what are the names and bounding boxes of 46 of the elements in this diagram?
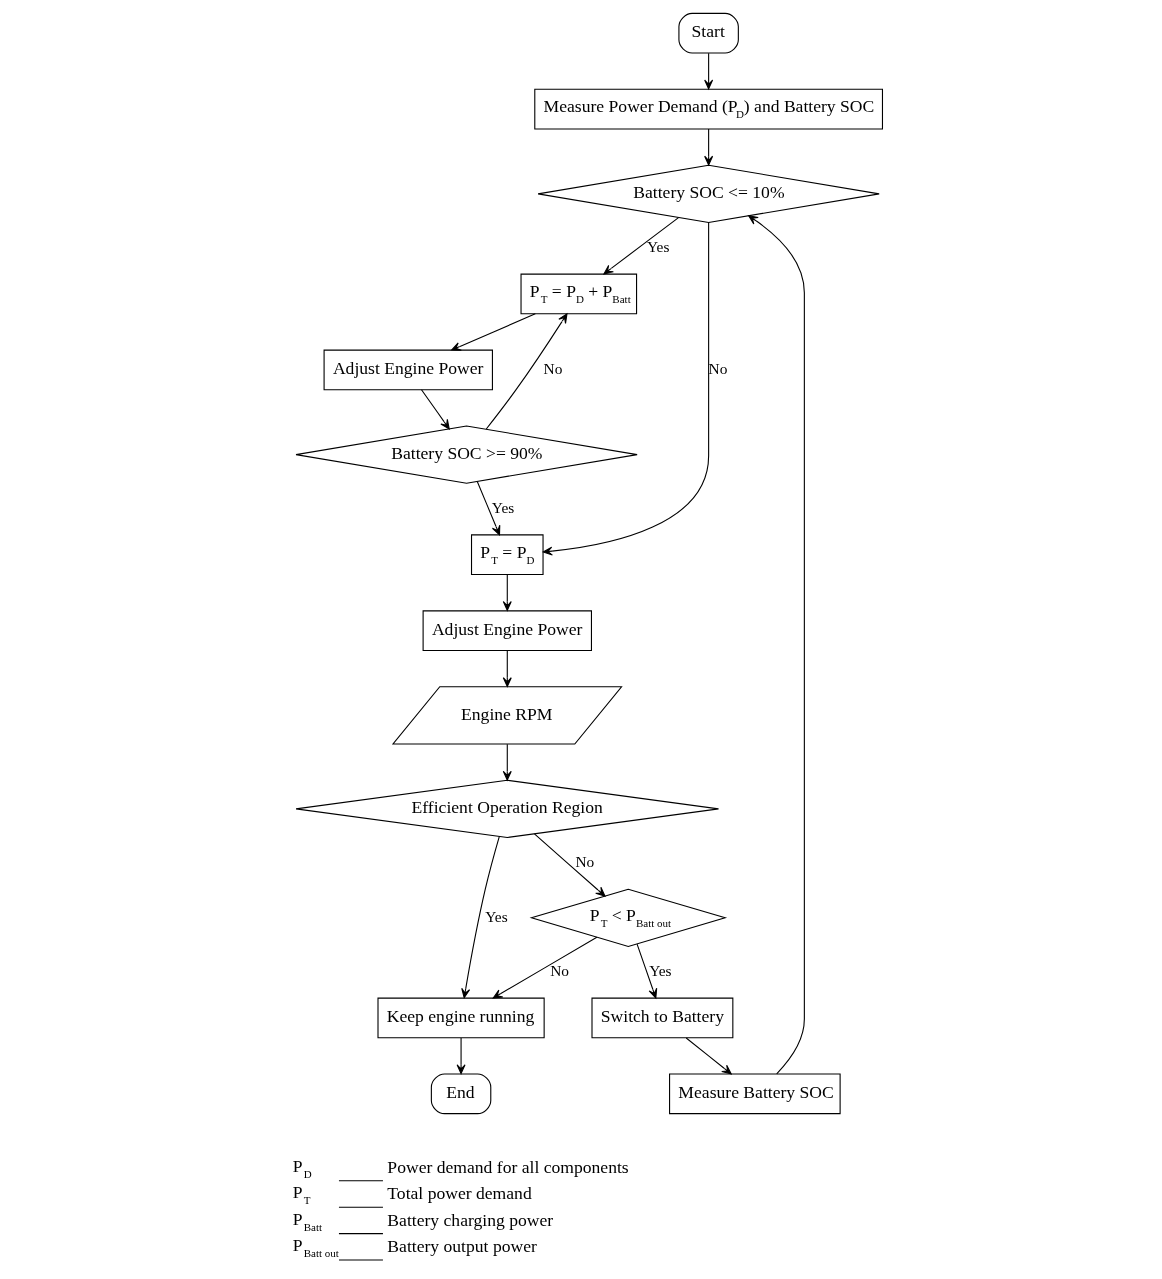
edge-label: No [543,359,563,377]
arrow [704,127,714,166]
arrow [748,214,805,1074]
edge-label: Yes [491,498,515,516]
arrow [456,1036,466,1074]
arrow [685,1036,732,1074]
arrow [542,221,710,556]
edge-label: No [708,359,728,377]
arrow [636,943,658,998]
arrow [502,649,512,687]
label: P$_{Batt}$ [292,1208,323,1233]
arrow [603,216,680,274]
arrow [492,936,598,999]
label: P$_{D}$ [292,1155,312,1180]
arrow [502,573,512,611]
label: Battery output power [387,1235,537,1256]
label: P$_{Batt out}$ [292,1234,339,1259]
arrow [451,312,536,351]
arrow [485,312,568,430]
arrow [476,480,501,535]
arrow [420,388,450,429]
label: Power demand for all components [387,1156,629,1177]
node-diamond: Battery SOC >= 90% [295,424,638,484]
arrow [533,832,606,897]
node-box: Measure Power Demand (P$_{D}$) and Battery SOC [534,88,883,129]
label: Battery charging power [387,1209,554,1230]
edge-label: Yes [485,907,508,925]
arrow [461,835,500,998]
node-box: Measure Battery SOC [669,1073,841,1114]
node-box: Adjust Engine Power [422,609,592,651]
node-box: Start [678,12,739,54]
node-diamond: Efficient Operation Region [295,779,720,838]
arrow [704,52,714,89]
edge-label: Yes [649,961,672,979]
node-box: Switch to Battery [591,997,734,1038]
node-box: P$_{T}$ = P$_{D}$ + P$_{Batt}$ [520,273,638,314]
edge-label: Yes [647,237,670,255]
label: Total power demand [387,1182,532,1203]
node-box: End [430,1073,492,1114]
label: P$_{T}$ [292,1181,311,1206]
arrow [502,743,512,781]
edge-label: No [575,852,595,870]
node-box: Adjust Engine Power [323,349,493,390]
edge-label: No [550,961,570,979]
node-box: P$_{T}$ = P$_{D}$ [470,533,544,575]
node-box: Keep engine running [377,997,545,1038]
